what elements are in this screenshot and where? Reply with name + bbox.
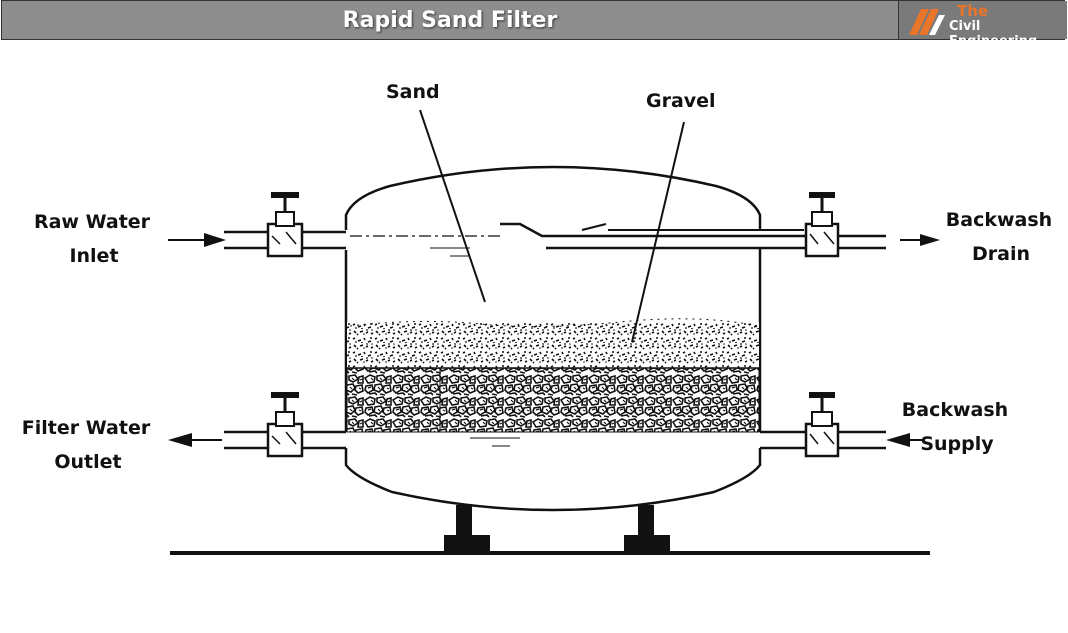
support-leg-right: [624, 505, 670, 551]
valve-icon: [804, 192, 840, 258]
filter-tank: [344, 165, 762, 512]
filter-diagram: Sand Gravel Raw Water Inlet Filter Water…: [22, 81, 1052, 555]
page-title: Rapid Sand Filter: [342, 7, 558, 33]
outlet-label: Outlet: [54, 451, 121, 473]
raw-water-inlet-pipe: [224, 230, 346, 250]
drain-label: Drain: [972, 243, 1030, 265]
valve-icon: [266, 192, 304, 258]
drain-arrow-icon: [900, 234, 940, 246]
filter-water-label: Filter Water: [22, 417, 151, 439]
inlet-label: Inlet: [69, 245, 118, 267]
supply-arrow-icon: [886, 433, 924, 447]
backwash-drain-label: Backwash: [946, 209, 1052, 231]
supply-label: Supply: [920, 433, 994, 455]
sand-label: Sand: [386, 81, 440, 103]
logo-text-the: The: [957, 2, 989, 20]
sand-layer: [347, 322, 759, 368]
logo-text-civil-engineering: Civil Engineering: [949, 19, 1038, 49]
raw-water-label: Raw Water: [34, 211, 151, 233]
filter-water-outlet-pipe: [224, 430, 346, 450]
backwash-supply-pipe: [760, 430, 886, 450]
valve-icon: [804, 392, 840, 458]
outlet-arrow-icon: [168, 433, 222, 447]
gravel-layer: [346, 367, 760, 433]
logo: The Civil Engineering: [898, 1, 1067, 49]
sand-leader-line: [419, 109, 486, 303]
inlet-arrow-icon: [168, 233, 226, 247]
gravel-label: Gravel: [646, 90, 716, 112]
valve-icon: [266, 392, 304, 458]
backwash-supply-label: Backwash: [902, 399, 1008, 421]
logo-stripes-icon: [909, 9, 945, 35]
backwash-drain-pipe: [500, 222, 886, 250]
gravel-leader-line: [631, 121, 685, 343]
support-leg-left: [444, 505, 490, 551]
title-bar: Rapid Sand Filter The Civil Engineering: [1, 0, 1067, 49]
